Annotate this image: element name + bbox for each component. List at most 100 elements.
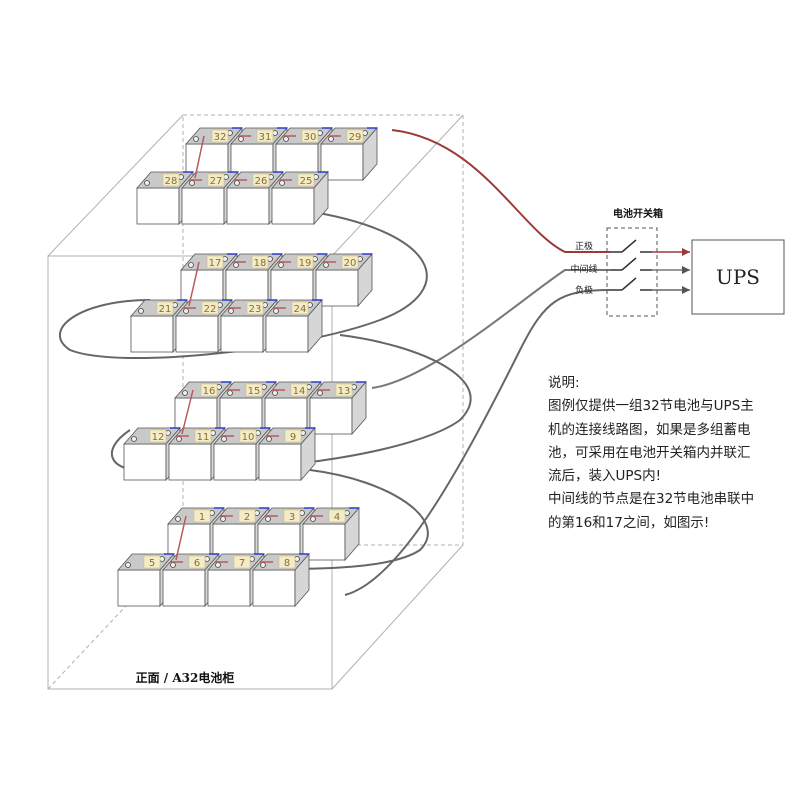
terminal-icon	[215, 562, 221, 568]
battery-number: 30	[304, 132, 317, 143]
layer-link-wire-2	[110, 334, 472, 472]
terminal-icon	[182, 390, 188, 396]
battery-number: 11	[197, 432, 210, 443]
battery-cell: 25	[271, 170, 329, 226]
battery-number: 10	[242, 432, 255, 443]
terminal-icon	[279, 180, 285, 186]
row-link-strap	[181, 389, 194, 435]
terminal-icon	[176, 436, 182, 442]
battery-number: 12	[152, 432, 165, 443]
positive-wire	[391, 129, 610, 253]
terminal-icon	[144, 180, 150, 186]
battery-number: 32	[214, 132, 227, 143]
battery-number: 21	[159, 304, 172, 315]
battery-number: 24	[294, 304, 307, 315]
battery-number: 25	[300, 176, 313, 187]
switch-line-positive: 正极	[575, 240, 593, 252]
battery-number: 26	[255, 176, 268, 187]
cabinet-label: 正面 / A32电池柜	[136, 670, 235, 685]
battery-cell: 13	[309, 380, 367, 436]
terminal-icon	[278, 262, 284, 268]
terminal-icon	[138, 308, 144, 314]
terminal-icon	[260, 562, 266, 568]
battery-number: 6	[194, 558, 200, 569]
battery-number: 27	[210, 176, 223, 187]
battery-cell: 9	[258, 426, 316, 482]
terminal-icon	[273, 308, 279, 314]
switch-box-title: 电池开关箱	[613, 207, 663, 220]
battery-cell: 20	[315, 252, 373, 308]
battery-number: 1	[199, 512, 205, 523]
battery-number: 9	[290, 432, 296, 443]
terminal-icon	[189, 180, 195, 186]
arrow-heads	[682, 248, 690, 294]
battery-number: 13	[338, 386, 351, 397]
note-line: 的第16和17之间，如图示!	[548, 514, 710, 531]
note-line: 流后，装入UPS内!	[548, 468, 662, 485]
terminal-icon	[272, 390, 278, 396]
battery-number: 5	[149, 558, 155, 569]
terminal-icon	[238, 136, 244, 142]
switch-contacts	[610, 239, 652, 291]
terminal-icon	[227, 390, 233, 396]
battery-number: 31	[259, 132, 272, 143]
terminal-icon	[310, 516, 316, 522]
ups-unit: UPS	[691, 239, 785, 315]
battery-number: 20	[344, 258, 357, 269]
terminal-icon	[328, 136, 334, 142]
terminal-icon	[317, 390, 323, 396]
switch-line-negative: 负极	[575, 284, 593, 296]
note-line: 图例仅提供一组32节电池与UPS主	[548, 398, 754, 415]
battery-number: 17	[209, 258, 222, 269]
terminal-icon	[175, 516, 181, 522]
battery-cell: 8	[252, 552, 310, 608]
terminal-icon	[221, 436, 227, 442]
note-line: 机的连接线路图，如果是多组蓄电	[548, 421, 751, 438]
battery-number: 3	[289, 512, 295, 523]
terminal-icon	[283, 136, 289, 142]
terminal-icon	[228, 308, 234, 314]
terminal-icon	[265, 516, 271, 522]
row-link-strap	[175, 515, 187, 561]
battery-number: 16	[203, 386, 216, 397]
terminal-icon	[183, 308, 189, 314]
battery-number: 2	[244, 512, 250, 523]
terminal-icon	[131, 436, 137, 442]
note-line: 池，可采用在电池开关箱内并联汇	[548, 444, 751, 461]
battery-number: 28	[165, 176, 178, 187]
battery-number: 23	[249, 304, 262, 315]
row-link-strap	[188, 261, 200, 307]
terminal-icon	[323, 262, 329, 268]
battery-cell: 29	[320, 126, 378, 182]
ups-label: UPS	[716, 265, 760, 289]
note-line: 中间线的节点是在32节电池串联中	[548, 491, 755, 508]
middle-wire	[371, 269, 610, 389]
battery-number: 15	[248, 386, 261, 397]
battery-number: 14	[293, 386, 306, 397]
terminal-icon	[125, 562, 131, 568]
terminal-icon	[220, 516, 226, 522]
battery-number: 8	[284, 558, 290, 569]
terminal-icon	[233, 262, 239, 268]
terminal-icon	[193, 136, 199, 142]
explanation-note: 说明: 图例仅提供一组32节电池与UPS主 机的连接线路图，如果是多组蓄电 池，…	[548, 372, 788, 535]
battery-cell: 4	[302, 506, 360, 562]
battery-number: 29	[349, 132, 362, 143]
battery-number: 4	[334, 512, 340, 523]
battery-number: 19	[299, 258, 312, 269]
terminal-icon	[188, 262, 194, 268]
negative-wire	[344, 289, 611, 596]
battery-number: 18	[254, 258, 267, 269]
battery-number: 22	[204, 304, 217, 315]
row-link-strap	[194, 135, 205, 179]
switch-line-middle: 中间线	[570, 263, 597, 275]
terminal-icon	[170, 562, 176, 568]
battery-switch-box: 电池开关箱 正极 中间线 负极	[570, 207, 690, 317]
terminal-icon	[266, 436, 272, 442]
battery-cell: 24	[265, 298, 323, 354]
note-title: 说明:	[548, 375, 580, 391]
battery-number: 7	[239, 558, 245, 569]
terminal-icon	[234, 180, 240, 186]
